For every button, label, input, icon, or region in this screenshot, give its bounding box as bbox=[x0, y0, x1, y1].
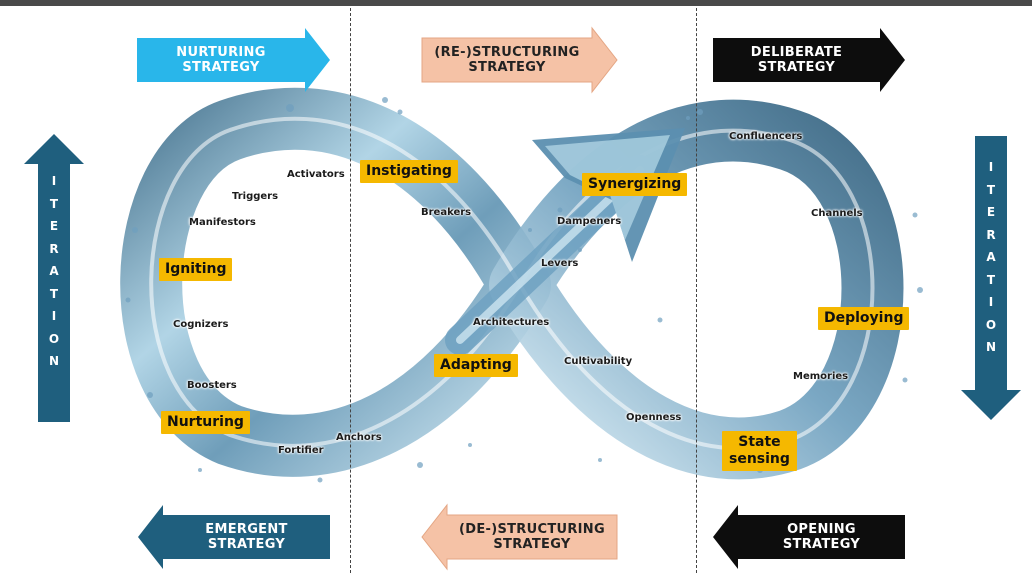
label-memories: Memories bbox=[793, 371, 849, 382]
iteration-up-arrow-icon bbox=[24, 134, 84, 422]
restructuring-strategy-arrow-icon bbox=[421, 26, 618, 94]
label-openness: Openness bbox=[626, 412, 682, 423]
droplets bbox=[125, 97, 923, 483]
phase-instigating: Instigating bbox=[360, 160, 458, 183]
label-anchors: Anchors bbox=[336, 432, 382, 443]
emergent-strategy-arrow-icon bbox=[138, 505, 330, 569]
label-fortifier: Fortifier bbox=[278, 445, 324, 456]
deliberate-strategy-arrow-icon bbox=[713, 28, 905, 92]
nurturing-strategy-arrow-icon bbox=[137, 28, 330, 92]
phase-nurturing: Nurturing bbox=[161, 411, 250, 434]
phase-deploying: Deploying bbox=[818, 307, 910, 330]
phase-state-sensing: State sensing bbox=[722, 431, 797, 471]
label-boosters: Boosters bbox=[187, 380, 237, 391]
label-cognizers: Cognizers bbox=[173, 319, 229, 330]
label-confluencers: Confluencers bbox=[729, 131, 803, 142]
label-activators: Activators bbox=[287, 169, 345, 180]
label-architectures: Architectures bbox=[473, 317, 550, 328]
label-breakers: Breakers bbox=[421, 207, 472, 218]
label-manifestors: Manifestors bbox=[189, 217, 256, 228]
top-bar bbox=[0, 0, 1032, 6]
iteration-down-arrow-icon bbox=[961, 136, 1021, 420]
label-triggers: Triggers bbox=[232, 191, 279, 202]
opening-strategy-arrow-icon bbox=[713, 505, 905, 569]
label-channels: Channels bbox=[811, 208, 863, 219]
label-cultivability: Cultivability bbox=[564, 356, 633, 367]
label-levers: Levers bbox=[541, 258, 579, 269]
phase-igniting: Igniting bbox=[159, 258, 233, 281]
phase-adapting: Adapting bbox=[434, 354, 518, 377]
divider-right bbox=[696, 8, 697, 573]
destructuring-strategy-arrow-icon bbox=[421, 503, 618, 571]
label-dampeners: Dampeners bbox=[557, 216, 622, 227]
divider-left bbox=[350, 8, 351, 573]
phase-synergizing: Synergizing bbox=[582, 173, 688, 196]
